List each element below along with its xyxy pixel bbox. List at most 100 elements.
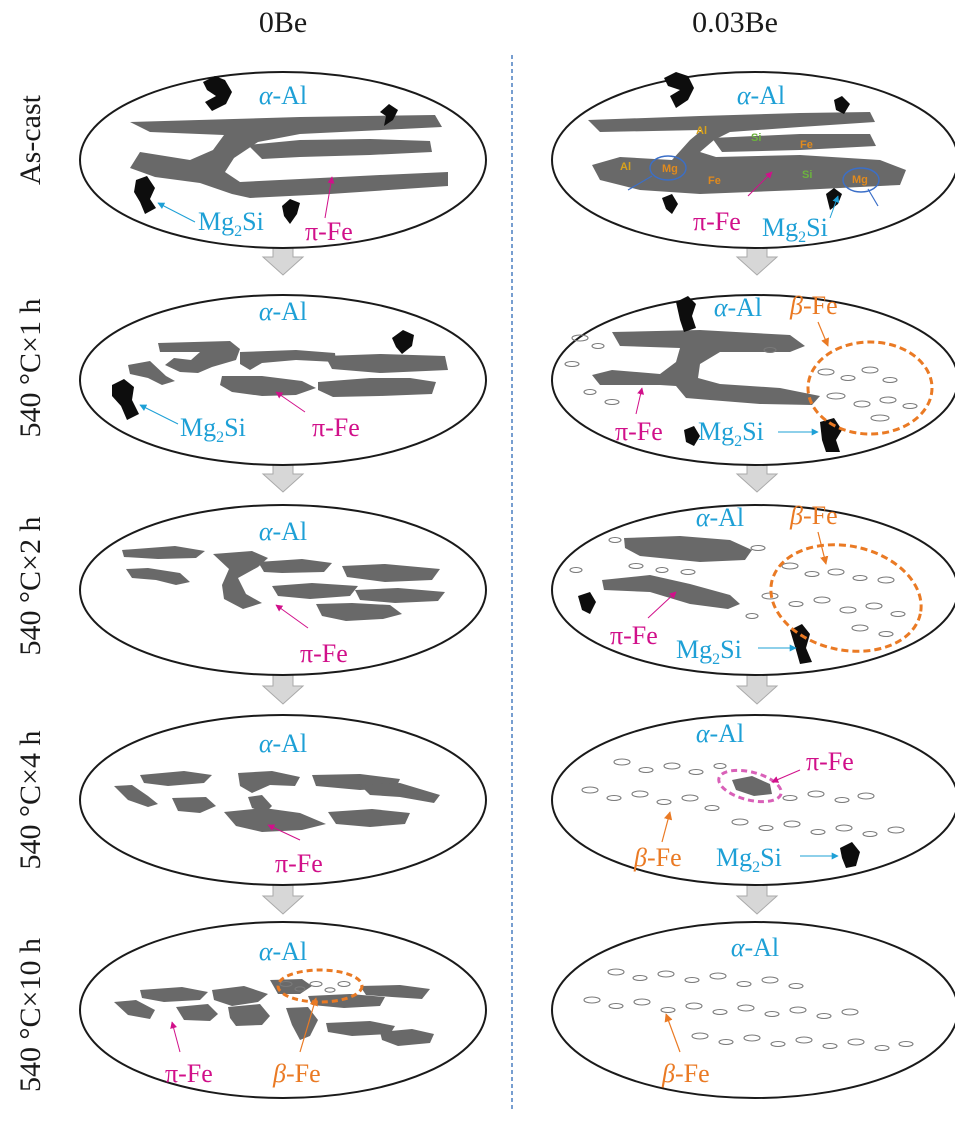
alpha-al-label: α-Al [259,729,307,758]
beta-fe-particles [569,536,906,638]
beta-fe-particle [591,342,605,350]
beta-fe-particle [688,768,704,776]
beta-fe-particle [879,396,897,404]
panel-003be-540c-4h: α-Al π-Fe β-Fe Mg2Si [551,714,955,886]
pi-fe-pointer [324,176,335,219]
element-label-mg: Mg [852,174,868,186]
pi-fe-particle [308,994,385,1008]
pi-fe-pointer [747,171,773,197]
stage-arrow-down [261,881,305,915]
pi-fe-label: π-Fe [305,217,353,246]
mg2si-label: Mg2Si [198,207,264,240]
beta-fe-particle [827,568,845,576]
column-title-0be: 0Be [259,6,307,39]
pi-fe-particle [220,376,316,396]
pi-fe-particle [325,354,448,373]
beta-fe-particle [887,826,905,834]
mg2si-particle [676,296,696,332]
element-label-si: Si [802,169,812,181]
mg2si-label: Mg2Si [180,413,246,446]
pi-fe-particle [122,546,205,559]
panel-0be-540c-2h: α-Al π-Fe [79,504,487,676]
pi-fe-region-marker [717,768,783,804]
beta-fe-particle [632,974,648,982]
pi-fe-particle [732,776,772,796]
beta-fe-particle [583,388,597,396]
pi-fe-pointer [267,824,301,841]
pi-fe-particle [328,809,410,827]
beta-fe-particle [638,766,654,774]
beta-fe-particle [853,400,871,408]
panel-0be-540c-1h: α-Al Mg2Si π-Fe [79,294,487,466]
mg2si-particle [112,379,139,420]
beta-fe-particle [890,610,906,618]
beta-fe-particle [608,536,622,544]
beta-fe-region-marker [276,968,364,1004]
beta-fe-particle [718,1038,734,1046]
beta-fe-region-marker [806,340,934,436]
alpha-al-label: α-Al [259,517,307,546]
pi-fe-particle [140,987,208,1002]
beta-fe-particle [795,1036,813,1044]
mg2si-particle [578,592,596,614]
pi-fe-particle [318,378,436,397]
pi-fe-particle [126,568,190,585]
beta-fe-particles [279,980,351,993]
beta-fe-particle [685,1002,703,1010]
pi-fe-particle [158,341,240,373]
pi-fe-particle [592,330,820,405]
ellipse [79,921,487,1099]
beta-fe-particle [898,1040,914,1048]
beta-fe-pointer [299,997,318,1053]
stage-arrow-down [735,671,779,705]
panel-003be-540c-10h: α-Al β-Fe [551,921,955,1099]
beta-fe-particle [874,1044,890,1052]
beta-fe-particle [569,566,583,574]
mg2si-particle [203,76,232,111]
beta-fe-particle [810,828,826,836]
pi-fe-particle [624,536,752,562]
pi-fe-particle [248,139,432,159]
alpha-al-label: α-Al [259,297,307,326]
beta-fe-particle [680,568,696,576]
mg2si-particle [664,72,694,108]
beta-fe-particle [712,1008,728,1016]
mg2si-particle [790,624,812,664]
beta-fe-particle [279,980,293,988]
pi-fe-particle [213,551,268,609]
alpha-al-label: α-Al [259,937,307,966]
beta-fe-particle [324,987,336,993]
beta-fe-particle [337,980,351,988]
beta-fe-particle [788,982,804,990]
beta-fe-particle [684,976,700,984]
beta-fe-particle [783,820,801,828]
beta-fe-particle [865,602,883,610]
beta-fe-particle [835,824,853,832]
pi-fe-particle [258,559,332,573]
mg2si-label: Mg2Si [762,213,828,246]
beta-fe-particle [834,796,850,804]
mg2si-pointer [139,404,179,425]
beta-fe-particle [877,576,895,584]
beta-fe-particle [870,414,890,422]
mg2si-particle [820,418,842,452]
beta-fe-particle [763,346,777,354]
beta-fe-pointer [817,321,829,347]
beta-fe-particle [764,1010,780,1018]
beta-fe-particle [840,374,856,382]
alpha-al-label: α-Al [731,933,779,962]
beta-fe-particle [781,562,799,570]
beta-fe-particle [660,1006,676,1014]
beta-fe-particle [294,986,306,992]
element-label-al: Al [696,125,707,137]
pi-fe-particle [712,134,876,152]
beta-fe-particle [704,804,720,812]
element-label-si: Si [751,132,761,144]
beta-fe-particle [804,570,820,578]
beta-fe-particle [713,762,727,770]
pi-fe-label: π-Fe [615,417,663,446]
pi-fe-label: π-Fe [275,849,323,878]
pi-fe-particle [272,583,358,599]
beta-fe-particle [604,398,620,406]
